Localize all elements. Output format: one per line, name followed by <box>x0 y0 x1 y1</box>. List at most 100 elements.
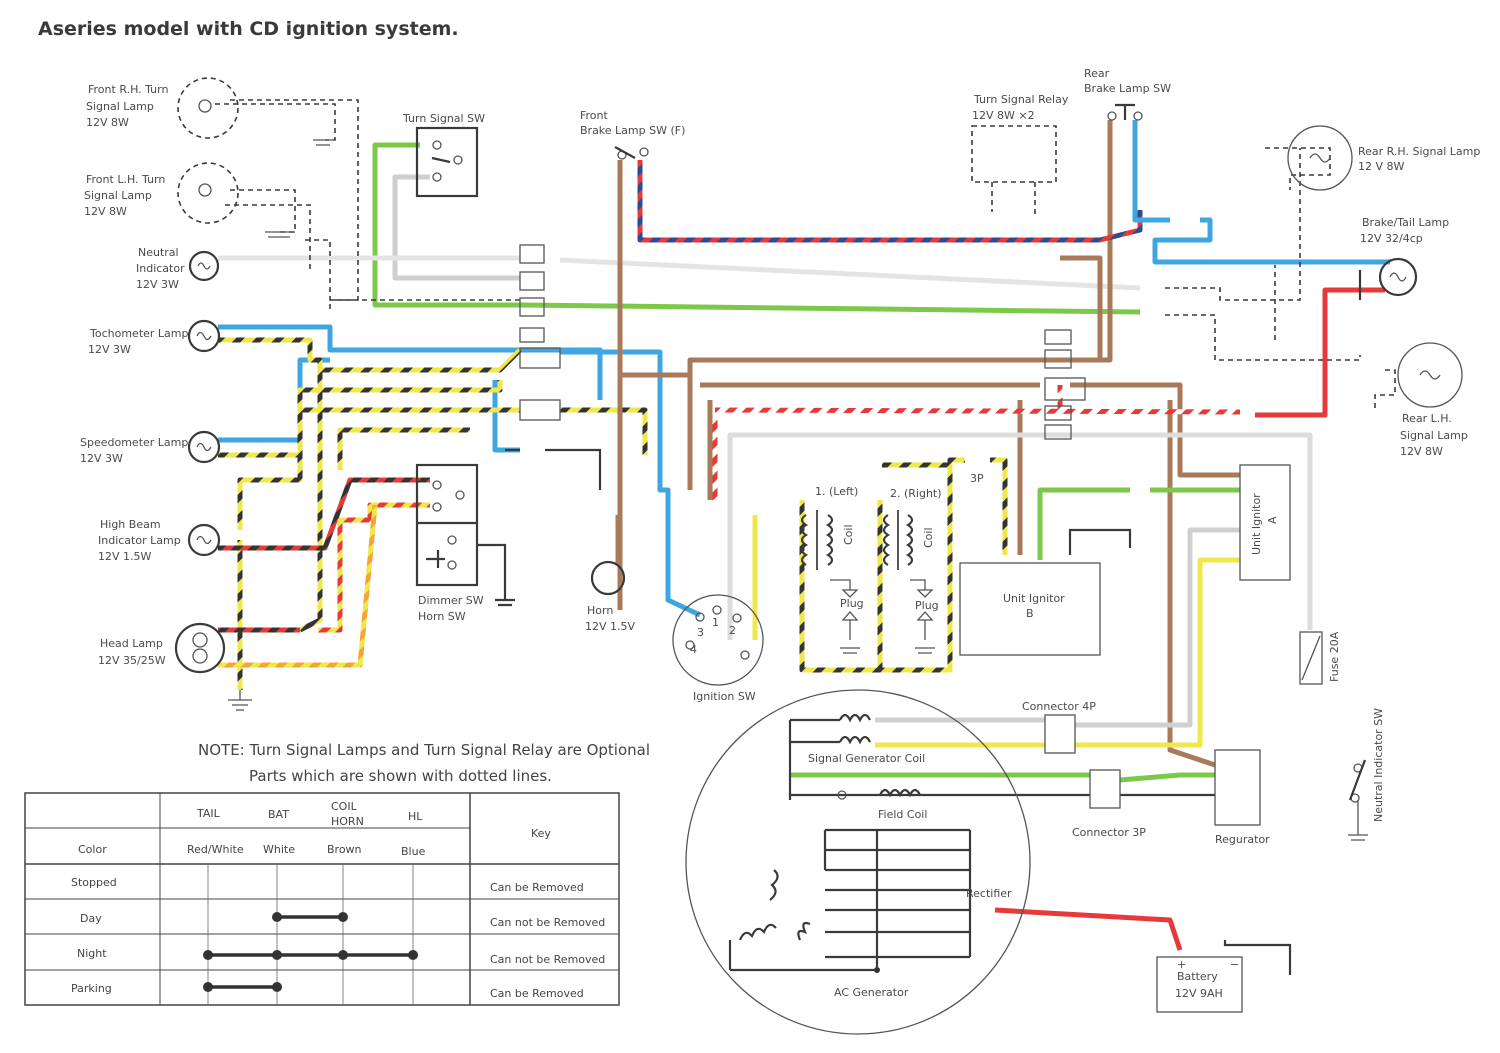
neutral-indicator-lamp <box>188 250 220 282</box>
red-wire <box>994 907 1183 951</box>
key-color-brown: Brown <box>327 843 362 856</box>
ignition-terminal-3: 3 <box>697 626 704 639</box>
green-wire <box>1037 487 1130 560</box>
ignition-switch[interactable] <box>672 594 764 686</box>
speedometer-label-1: Speedometer Lamp <box>80 436 188 449</box>
signal-gen-coil-label: Signal Generator Coil <box>808 752 925 765</box>
ignition-terminal-4: 4 <box>690 643 697 656</box>
connector-3p-label: Connector 3P <box>1072 826 1146 839</box>
key-connection-dot <box>338 912 348 922</box>
connector-4p-label: Connector 4P <box>1022 700 1096 713</box>
dimmer-sw-label: Dimmer SW <box>418 594 484 607</box>
key-header-hl: HL <box>408 810 423 823</box>
front-rh-turn-label-2: Signal Lamp <box>86 100 154 113</box>
three-p-label: 3P <box>970 472 984 485</box>
key-connection-dot <box>408 950 418 960</box>
ignition-coil-right <box>882 510 935 654</box>
yellow-black-wire <box>560 407 648 455</box>
yellow-wire <box>1075 557 1240 748</box>
plug-left-label: Plug <box>840 597 864 610</box>
key-color-label: Color <box>78 843 107 856</box>
high-beam-label-1: High Beam <box>100 518 161 531</box>
blue-wire <box>218 324 603 400</box>
blue-wire <box>218 357 330 443</box>
field-coil-label: Field Coil <box>878 808 927 821</box>
key-header-coil: COIL <box>331 800 358 813</box>
tachometer-label-2: 12V 3W <box>88 343 131 356</box>
battery-minus: − <box>1230 958 1239 971</box>
head-lamp-label-2: 12V 35/25W <box>98 654 166 667</box>
yellow-black-wire <box>799 500 883 673</box>
front-lh-turn-label-1: Front L.H. Turn <box>86 173 165 186</box>
horn <box>590 560 626 596</box>
turn-relay-label-2: 12V 8W ×2 <box>972 109 1035 122</box>
front-brake-switch[interactable] <box>614 146 649 160</box>
horn-label-1: Horn <box>587 604 613 617</box>
regulator-label: Regurator <box>1215 833 1270 846</box>
rear-lh-signal-lamp <box>1397 342 1463 408</box>
speedometer-lamp <box>187 430 221 464</box>
brake-tail-label-2: 12V 32/4cp <box>1360 232 1423 245</box>
front-lh-turn-label-2: Signal Lamp <box>84 189 152 202</box>
tachometer-label-1: Tochometer Lamp <box>89 327 188 340</box>
connector-3p <box>1089 769 1121 809</box>
key-status-stopped: Can be Removed <box>490 881 584 894</box>
white-wire <box>1075 527 1240 728</box>
unit-ignitor-a-label-1: Unit Ignitor <box>1250 493 1263 555</box>
blue-wire <box>560 349 702 618</box>
ignition-terminal-2: 2 <box>729 624 736 637</box>
key-connection-marks <box>203 912 418 992</box>
front-rh-turn-label-1: Front R.H. Turn <box>88 83 168 96</box>
white-wire <box>392 174 520 281</box>
brown-wire <box>1167 400 1216 768</box>
key-connection-dot <box>203 982 213 992</box>
brown-wire <box>620 120 1113 378</box>
unit-ignitor-a-label-2: A <box>1266 516 1279 524</box>
coil-left-text: Coil <box>842 524 855 545</box>
note-line-1: NOTE: Turn Signal Lamps and Turn Signal … <box>198 741 650 759</box>
battery-plus: + <box>1177 958 1186 971</box>
front-lh-turn-label-3: 12V 8W <box>84 205 127 218</box>
unit-ignitor-a <box>1239 464 1291 581</box>
red-wire <box>1255 287 1385 418</box>
key-color-white: White <box>263 843 295 856</box>
high-beam-label-3: 12V 1.5W <box>98 550 152 563</box>
key-column-label: Key <box>531 827 551 840</box>
dimmer-horn-switch[interactable] <box>415 463 515 607</box>
ignition-terminal-1: 1 <box>712 616 719 629</box>
battery <box>1156 956 1243 1013</box>
red-yellow-wire <box>318 502 430 633</box>
turn-signal-switch[interactable] <box>415 126 479 198</box>
key-connection-dot <box>272 912 282 922</box>
rear-brake-switch[interactable] <box>1107 103 1143 121</box>
key-row-parking: Parking <box>71 982 112 995</box>
red-navy-wire <box>637 160 1143 243</box>
neutral-indicator-label-3: 12V 3W <box>136 278 179 291</box>
rear-rh-signal-lamp <box>1287 125 1353 191</box>
front-rh-turn-lamp <box>177 77 239 139</box>
rear-brake-label-2: Brake Lamp SW <box>1084 82 1171 95</box>
ground-symbol <box>228 139 335 711</box>
battery-label-2: 12V 9AH <box>1175 987 1223 1000</box>
key-connection-dot <box>272 982 282 992</box>
wires <box>218 120 1390 975</box>
rear-brake-label-1: Rear <box>1084 67 1110 80</box>
high-beam-lamp <box>187 523 221 557</box>
blue-wire <box>1132 120 1390 265</box>
neutral-indicator-switch[interactable] <box>1348 759 1368 841</box>
head-lamp <box>174 622 226 674</box>
key-status-parking: Can be Removed <box>490 987 584 1000</box>
ac-generator-assembly <box>685 689 1031 1035</box>
turn-signal-sw-label: Turn Signal SW <box>402 112 485 125</box>
key-status-night: Can not be Removed <box>490 953 605 966</box>
neutral-sw-label: Neutral Indicator SW <box>1372 708 1385 822</box>
turn-relay-label-1: Turn Signal Relay <box>973 93 1069 106</box>
front-brake-label-2: Brake Lamp SW (F) <box>580 124 685 137</box>
key-status-day: Can not be Removed <box>490 916 605 929</box>
key-header-bat: BAT <box>268 808 289 821</box>
key-connection-dot <box>338 950 348 960</box>
front-lh-turn-lamp <box>177 162 239 224</box>
optional-dashed-wiring <box>215 99 1396 410</box>
fuse <box>1299 631 1323 685</box>
